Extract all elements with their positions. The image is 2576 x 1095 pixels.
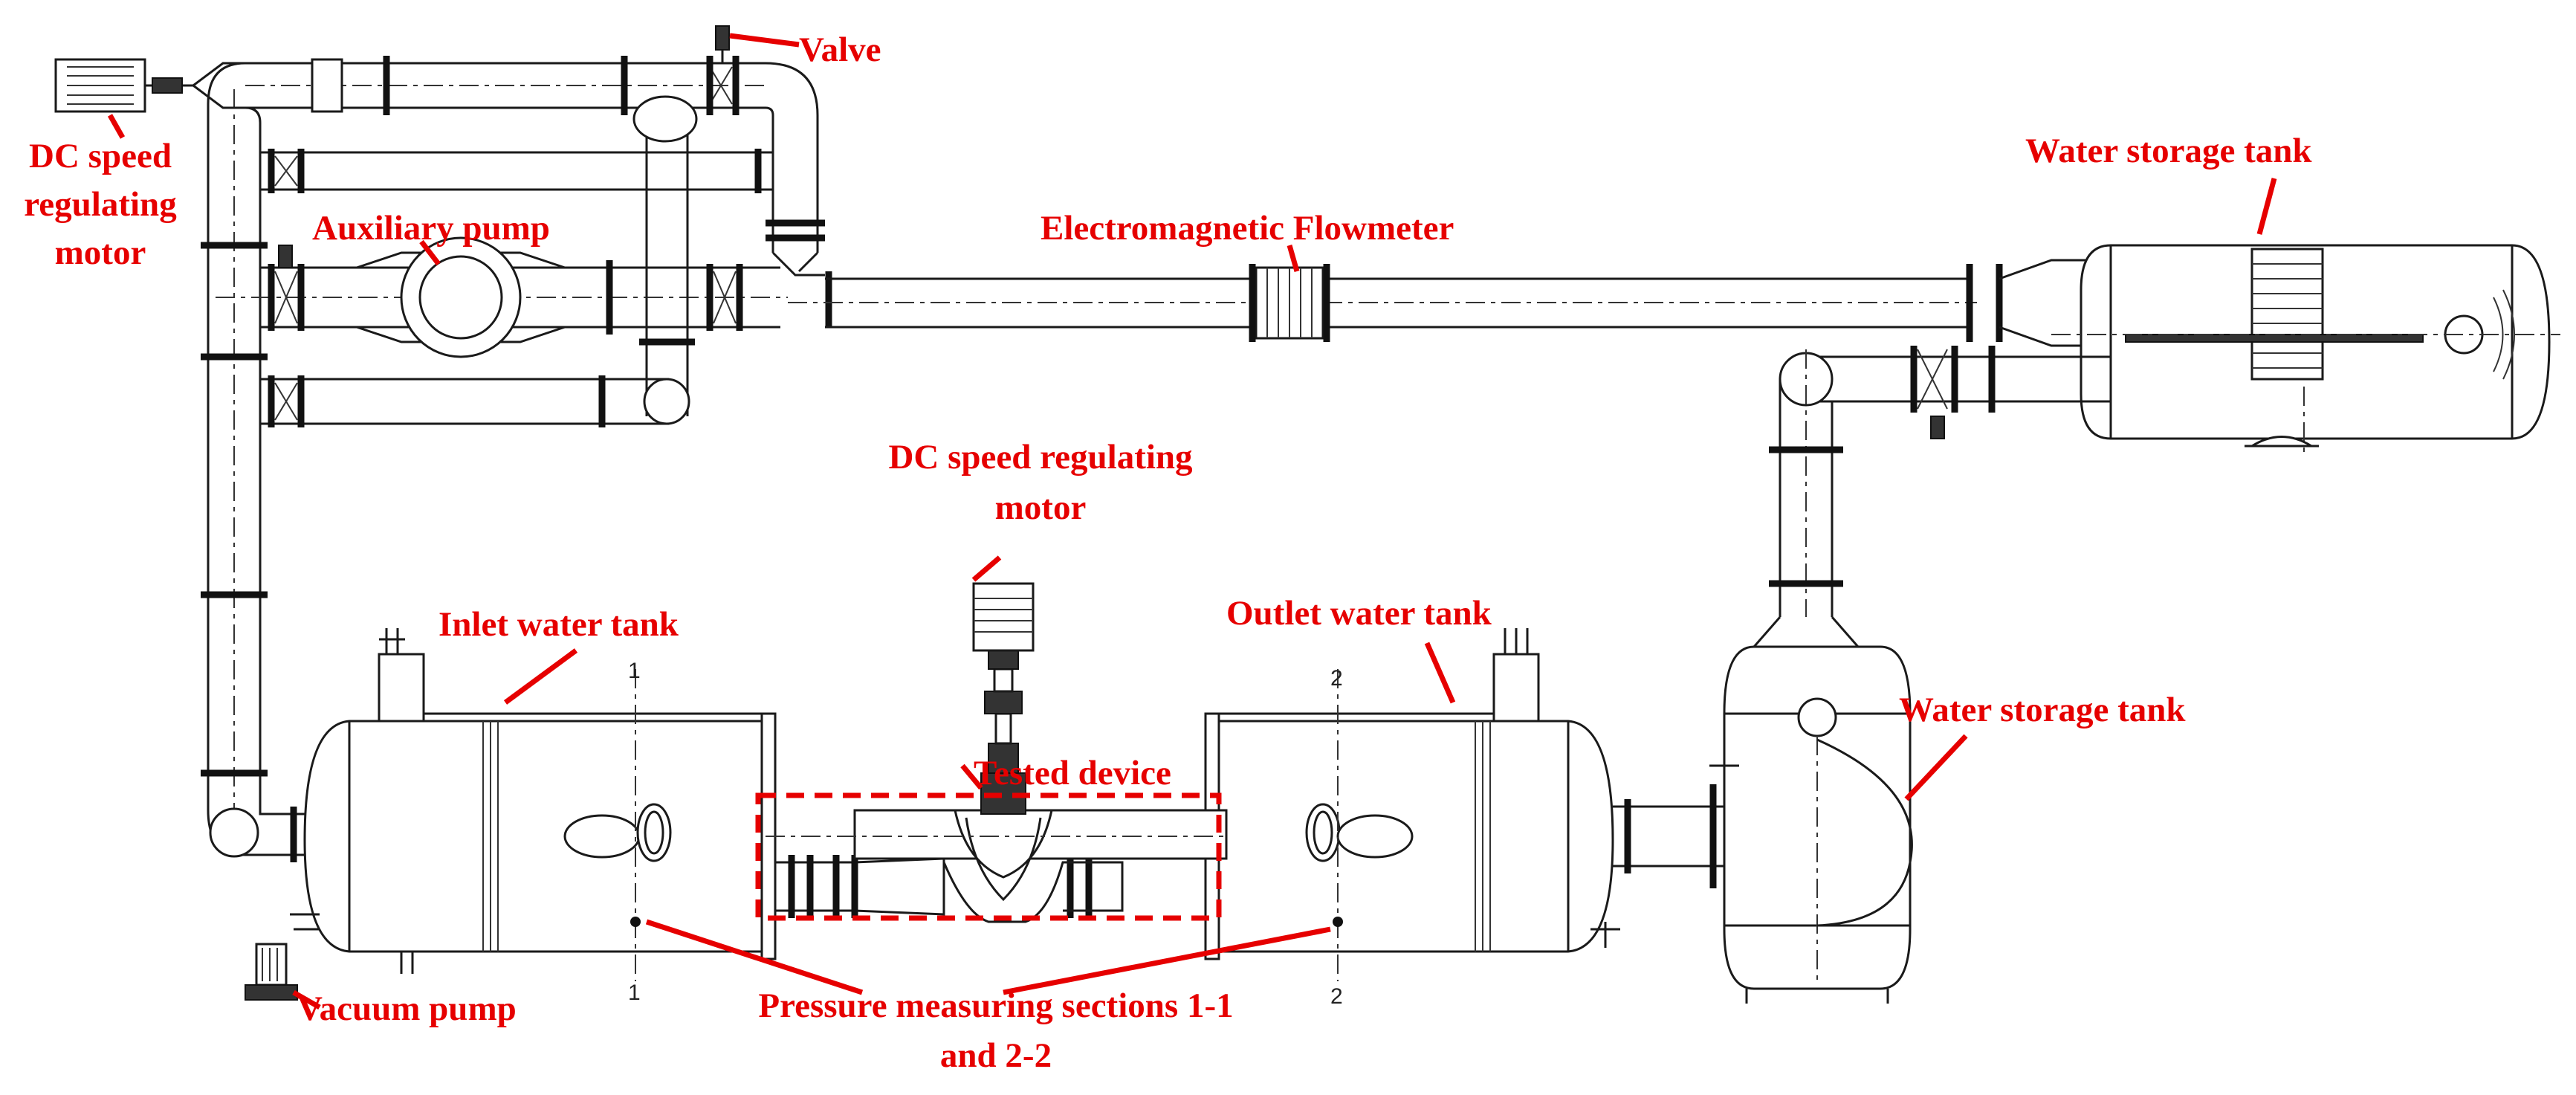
dc-motor-mid-label-line2: motor	[995, 488, 1087, 527]
labels: Valve DC speed regulating motor Auxiliar…	[24, 30, 2312, 1075]
dc-motor-mid-label-line1: DC speed regulating	[888, 438, 1193, 477]
inlet-tank-label: Inlet water tank	[438, 605, 679, 644]
section-marks: 1 1 2 2	[628, 659, 1343, 1009]
inlet-water-tank	[207, 628, 777, 981]
water-storage-tank-right	[1709, 645, 1913, 1004]
valve-actuator	[715, 25, 730, 51]
dc-motor-top-label-line1: DC speed	[29, 137, 172, 175]
top-piping-loop	[54, 25, 832, 810]
tested-device-label: Tested device	[974, 754, 1171, 792]
section-1-top-mark: 1	[628, 659, 641, 683]
dc-motor-top-label-line2: regulating	[24, 185, 177, 224]
vacuum-pump	[245, 943, 298, 1001]
callouts	[107, 33, 2277, 1010]
pressure-sections-label-line1: Pressure measuring sections 1-1	[758, 986, 1233, 1025]
section-2-top-mark: 2	[1330, 666, 1343, 691]
flowmeter-label: Electromagnetic Flowmeter	[1041, 209, 1454, 248]
main-flow-line	[788, 259, 2111, 347]
auxiliary-pump-label: Auxiliary pump	[312, 209, 550, 248]
dc-motor-mid-body	[972, 582, 1035, 652]
tested-device-section	[766, 582, 1228, 923]
outlet-tank-label: Outlet water tank	[1226, 594, 1492, 633]
outlet-water-tank	[1204, 628, 1724, 981]
section-1-bottom-mark: 1	[628, 981, 641, 1005]
right-return-pipe	[1753, 346, 2111, 647]
section-2-bottom-mark: 2	[1330, 984, 1343, 1009]
tested-device-highlight-box	[755, 792, 1222, 921]
water-storage-tank-top	[2051, 244, 2560, 453]
dc-motor-top-label-line3: motor	[55, 233, 146, 272]
water-storage-tank-right-label: Water storage tank	[1899, 691, 2186, 729]
vacuum-pump-label: Vacuum pump	[297, 989, 517, 1028]
water-storage-tank-top-label: Water storage tank	[2025, 132, 2312, 170]
pressure-sections-label-line2: and 2-2	[940, 1036, 1052, 1075]
valve-label: Valve	[799, 30, 881, 69]
